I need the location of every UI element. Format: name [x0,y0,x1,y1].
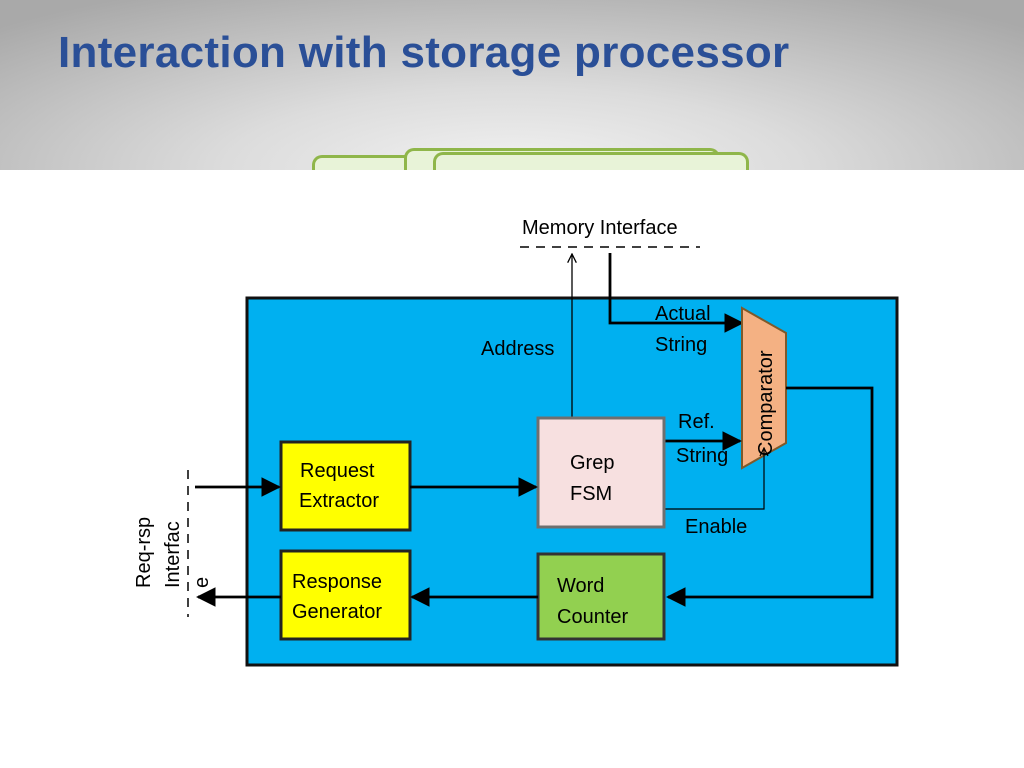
address-label: Address [481,338,554,360]
response-generator-block [279,549,412,641]
match-line [666,386,874,607]
comparator-block [741,306,787,470]
response-generator-label-line1: Response [292,571,382,593]
req-rsp-label-line2: Interfac [162,521,184,588]
grep-fsm-block [536,416,666,529]
header-band: Interaction with storage processor [0,0,1024,170]
req-rsp-label-line3: e [191,577,213,588]
actual-string-line [608,253,744,333]
request-extractor-label-line1: Request [300,460,375,482]
slide-title: Interaction with storage processor [58,28,790,77]
request-extractor-label-line2: Extractor [299,490,379,512]
ref-string-label-line1: Ref. [678,411,715,433]
req-rsp-interface-label: Req-rsp Interfac e [133,517,213,588]
grep-fsm-label-line2: FSM [570,483,612,505]
background-tab-front [433,152,749,170]
actual-string-label-line2: String [655,334,707,356]
req-rsp-label-line1: Req-rsp [133,517,155,588]
response-generator-label-line2: Generator [292,601,382,623]
actual-string-label-line1: Actual [655,303,711,325]
enable-label: Enable [685,516,747,538]
word-counter-label-line1: Word [557,575,604,597]
grep-fsm-label-line1: Grep [570,452,614,474]
request-extractor-block [279,440,412,532]
enable-line [664,448,764,510]
word-counter-label-line2: Counter [557,606,628,628]
ref-string-label-line2: String [676,445,728,467]
comparator-label: Comparator [755,350,777,456]
memory-interface-label: Memory Interface [522,217,678,239]
